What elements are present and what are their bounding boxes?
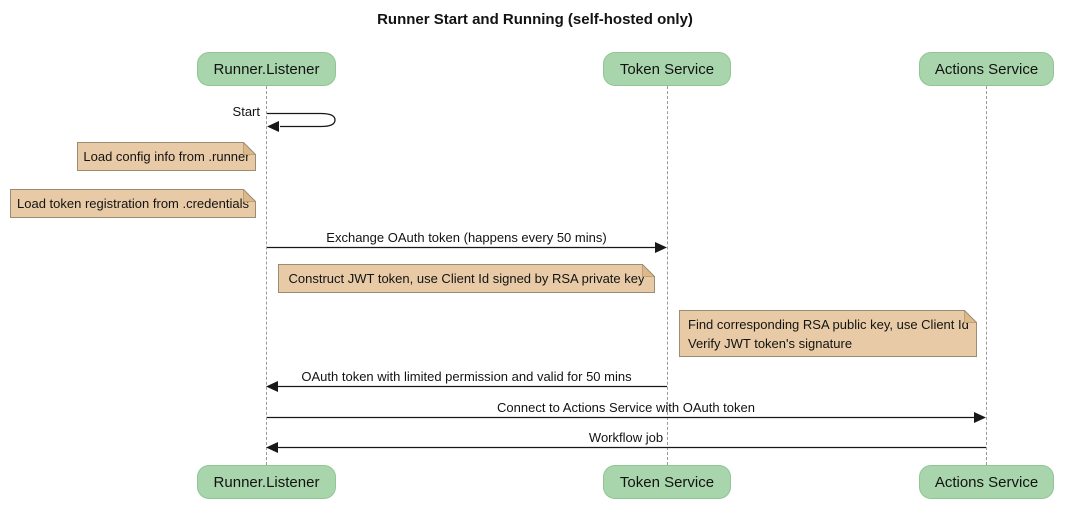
message-start-line — [267, 112, 336, 128]
message-exchange-label: Exchange OAuth token (happens every 50 m… — [326, 230, 607, 245]
message-oauth-return-label: OAuth token with limited permission and … — [301, 369, 632, 384]
note-verify-jwt: Find corresponding RSA public key, use C… — [679, 310, 977, 357]
lifeline-runner-listener — [266, 86, 267, 465]
message-connect-arrowhead — [974, 412, 986, 423]
message-start-label: Start — [232, 104, 260, 119]
note-load-credentials: Load token registration from .credential… — [10, 189, 256, 218]
note-fold-icon — [642, 264, 655, 277]
note-load-config: Load config info from .runner — [77, 142, 256, 171]
participant-bottom-actions-service: Actions Service — [919, 465, 1054, 499]
note-load-config-text: Load config info from .runner — [83, 149, 250, 164]
participant-top-runner-listener: Runner.Listener — [197, 52, 336, 86]
note-fold-icon — [243, 142, 256, 155]
participant-bottom-token-service: Token Service — [603, 465, 731, 499]
participant-top-token-service: Token Service — [603, 52, 731, 86]
note-verify-jwt-line1: Find corresponding RSA public key, use C… — [688, 317, 969, 332]
note-fold-icon — [964, 310, 977, 323]
message-workflow-arrowhead — [266, 442, 278, 453]
message-connect-label: Connect to Actions Service with OAuth to… — [497, 400, 755, 415]
message-oauth-return-arrowhead — [266, 381, 278, 392]
note-load-credentials-text: Load token registration from .credential… — [17, 196, 249, 211]
participant-top-actions-service: Actions Service — [919, 52, 1054, 86]
note-construct-jwt-text: Construct JWT token, use Client Id signe… — [288, 271, 645, 286]
note-verify-jwt-line2: Verify JWT token's signature — [688, 336, 853, 351]
diagram-title: Runner Start and Running (self-hosted on… — [377, 11, 693, 28]
message-start-arrowhead — [267, 121, 279, 132]
lifeline-actions-service — [986, 86, 987, 465]
message-workflow-label: Workflow job — [588, 430, 664, 445]
note-fold-icon — [243, 189, 256, 202]
note-construct-jwt: Construct JWT token, use Client Id signe… — [278, 264, 655, 293]
participant-bottom-runner-listener: Runner.Listener — [197, 465, 336, 499]
lifeline-token-service — [667, 86, 668, 465]
message-exchange-arrowhead — [655, 242, 667, 253]
